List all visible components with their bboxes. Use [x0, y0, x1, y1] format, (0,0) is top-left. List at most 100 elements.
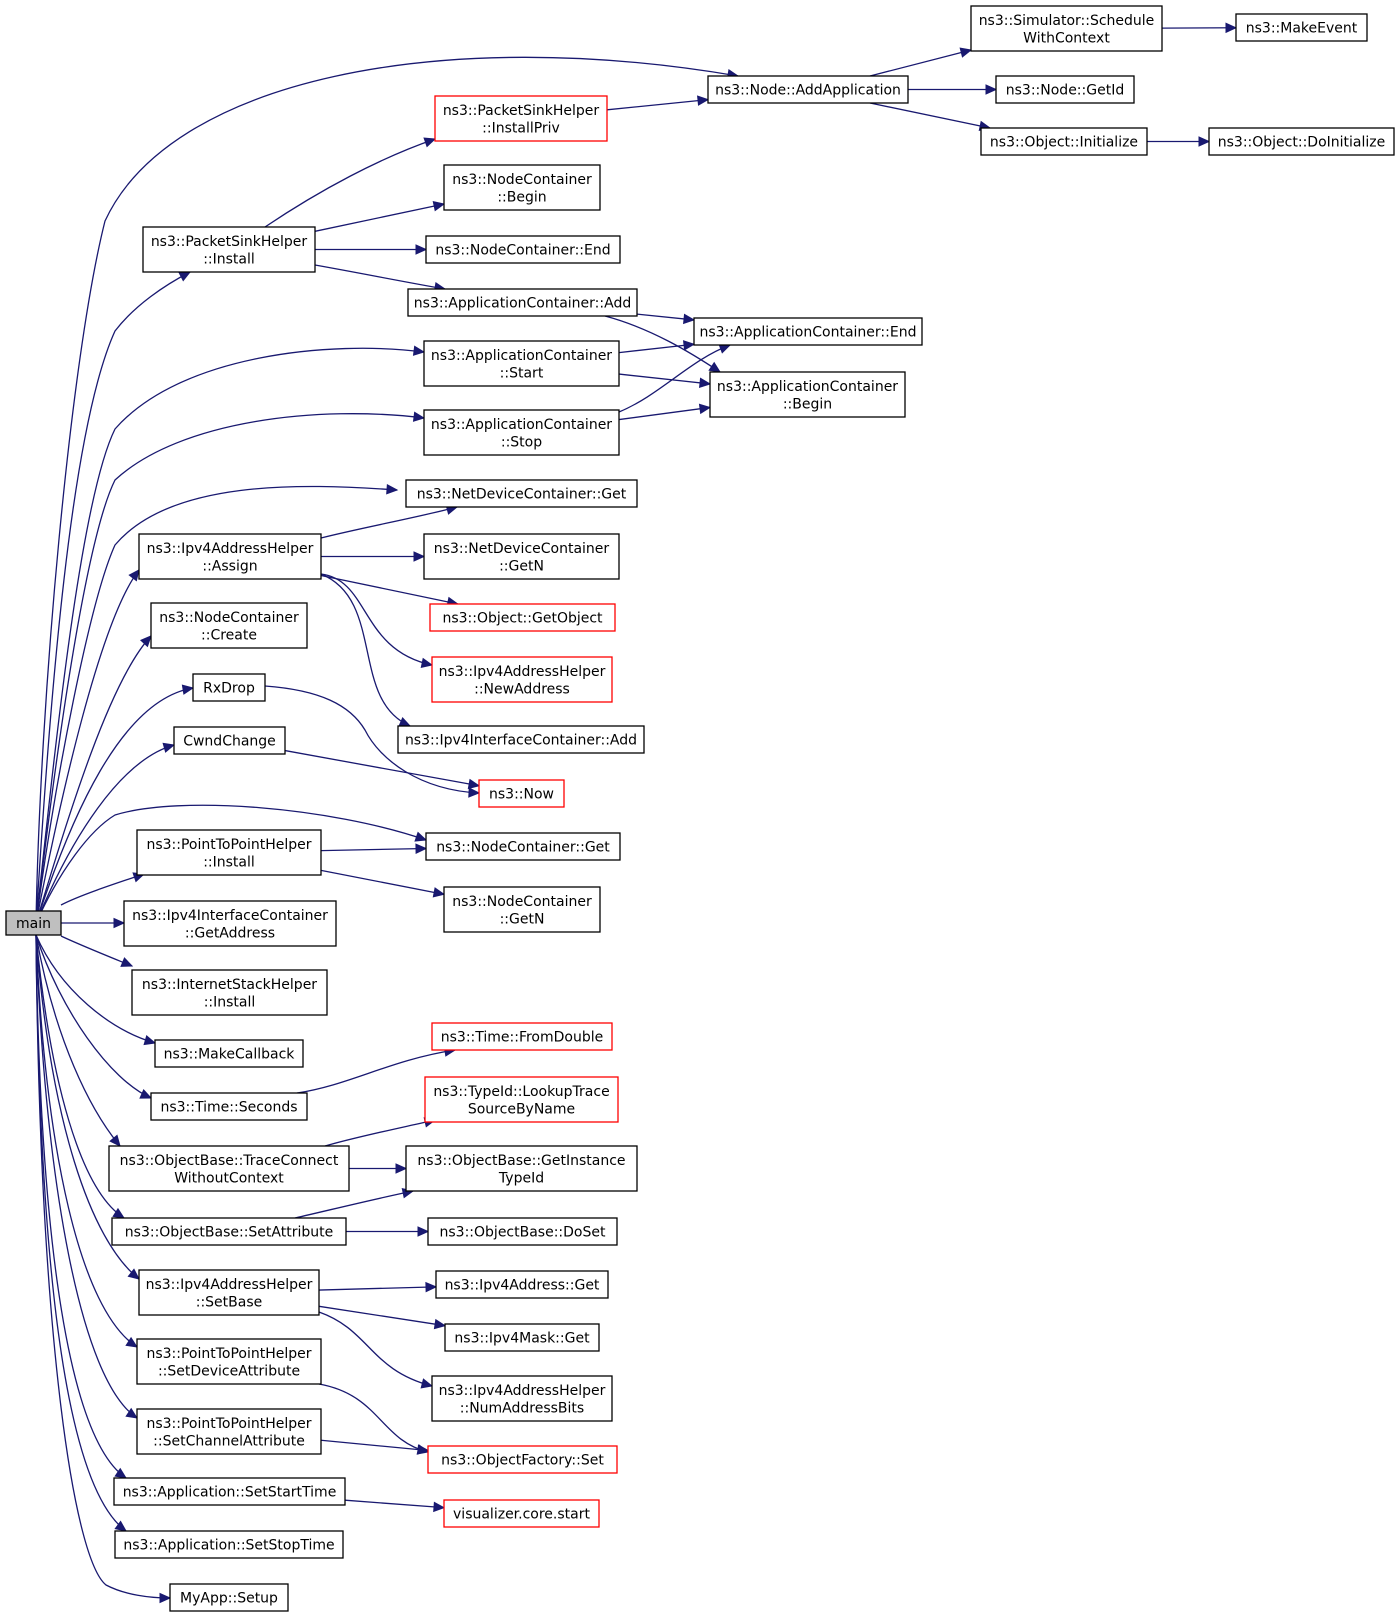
edge-layer	[35, 22, 1238, 1604]
node-box-ncend	[425, 235, 621, 264]
edge-main-acstop	[35, 413, 425, 924]
node-box-makecb	[154, 1039, 304, 1068]
node-setstop[interactable]: ns3::Application::SetStopTime	[114, 1530, 344, 1559]
node-ncbegin[interactable]: ns3::NodeContainer::Begin	[443, 164, 601, 211]
node-makeevent[interactable]: ns3::MakeEvent	[1235, 13, 1368, 42]
node-cwnd[interactable]: CwndChange	[173, 726, 286, 755]
node-setstart[interactable]: ns3::Application::SetStartTime	[113, 1477, 346, 1506]
node-objdoinit[interactable]: ns3::Object::DoInitialize	[1208, 127, 1395, 156]
node-ncreate[interactable]: ns3::NodeContainer::Create	[150, 602, 308, 649]
node-addapp[interactable]: ns3::Node::AddApplication	[707, 75, 909, 104]
edge-arrowhead-main-setstart	[114, 1467, 128, 1479]
edge-arrowhead-main-traceconnect	[109, 1134, 121, 1147]
node-maskget[interactable]: ns3::Ipv4Mask::Get	[444, 1323, 600, 1352]
node-doset[interactable]: ns3::ObjectBase::DoSet	[427, 1217, 618, 1246]
node-label-addapp: ns3::Node::AddApplication	[715, 83, 901, 99]
node-acend[interactable]: ns3::ApplicationContainer::End	[693, 317, 923, 346]
node-layer: mainns3::Simulator::ScheduleWithContextn…	[5, 5, 1395, 1612]
node-ncend[interactable]: ns3::NodeContainer::End	[425, 235, 621, 264]
node-box-setdevattr	[136, 1338, 322, 1385]
node-acstart[interactable]: ns3::ApplicationContainer::Start	[423, 340, 620, 387]
node-numaddr[interactable]: ns3::Ipv4AddressHelper::NumAddressBits	[431, 1375, 613, 1422]
edge-arrowhead-rxdrop-now	[468, 787, 481, 798]
node-ifcadd[interactable]: ns3::Ipv4InterfaceContainer::Add	[397, 725, 645, 754]
node-ofset[interactable]: ns3::ObjectFactory::Set	[427, 1445, 618, 1474]
edge-arrowhead-cwnd-now	[467, 778, 481, 790]
node-label-ncbegin: ::Begin	[497, 189, 546, 205]
node-objinit[interactable]: ns3::Object::Initialize	[980, 127, 1148, 156]
node-ipv4get[interactable]: ns3::Ipv4Address::Get	[435, 1270, 609, 1299]
node-ndcgetn[interactable]: ns3::NetDeviceContainer::GetN	[423, 533, 620, 580]
node-newaddress[interactable]: ns3::Ipv4AddressHelper::NewAddress	[431, 656, 613, 703]
node-setbase[interactable]: ns3::Ipv4AddressHelper::SetBase	[138, 1269, 320, 1316]
node-ncgetn[interactable]: ns3::NodeContainer::GetN	[443, 886, 601, 933]
node-label-seconds: ns3::Time::Seconds	[160, 1100, 297, 1116]
node-main[interactable]: main	[5, 910, 62, 936]
edge-cwnd-now	[284, 749, 480, 787]
node-vizstart[interactable]: visualizer.core.start	[443, 1499, 600, 1528]
edge-main-p2pinstall	[60, 873, 145, 906]
node-now[interactable]: ns3::Now	[478, 779, 565, 808]
node-label-ipv4assign: ns3::Ipv4AddressHelper	[147, 541, 314, 557]
node-setattr[interactable]: ns3::ObjectBase::SetAttribute	[111, 1217, 347, 1246]
edge-setdevattr-ofset	[318, 1383, 429, 1453]
node-acstop[interactable]: ns3::ApplicationContainer::Stop	[423, 409, 620, 456]
edge-setattr-getinstance	[294, 1190, 414, 1219]
node-box-ipv4get	[435, 1270, 609, 1299]
node-label-ncreate: ::Create	[201, 627, 257, 643]
node-setdevattr[interactable]: ns3::PointToPointHelper::SetDeviceAttrib…	[136, 1338, 322, 1385]
edge-ipv4assign-getobject	[320, 574, 458, 605]
edge-p2pinstall-ncgetn	[320, 869, 445, 895]
node-label-installpriv: ns3::PacketSinkHelper	[443, 103, 600, 119]
node-label-setbase: ns3::Ipv4AddressHelper	[146, 1277, 313, 1293]
node-installpriv[interactable]: ns3::PacketSinkHelper::InstallPriv	[434, 95, 608, 142]
node-getobject[interactable]: ns3::Object::GetObject	[429, 603, 616, 632]
node-label-getobject: ns3::Object::GetObject	[442, 611, 603, 627]
node-ncget[interactable]: ns3::NodeContainer::Get	[425, 832, 621, 861]
node-ishinstall[interactable]: ns3::InternetStackHelper::Install	[131, 969, 328, 1016]
edge-arrowhead-setbase-numaddr	[420, 1378, 434, 1389]
edge-main-setbase	[35, 934, 140, 1280]
node-fromdouble[interactable]: ns3::Time::FromDouble	[431, 1022, 613, 1051]
edge-arrowhead-setstart-vizstart	[433, 1501, 446, 1513]
node-box-seconds	[150, 1092, 308, 1121]
node-label-setattr: ns3::ObjectBase::SetAttribute	[125, 1225, 333, 1241]
edge-arrowhead-acstart-acbegin	[698, 377, 712, 389]
node-makecb[interactable]: ns3::MakeCallback	[154, 1039, 304, 1068]
node-box-ncgetn	[443, 886, 601, 933]
node-label-psinstall: ::Install	[203, 251, 255, 267]
edge-main-setdevattr	[35, 934, 138, 1348]
node-seconds[interactable]: ns3::Time::Seconds	[150, 1092, 308, 1121]
node-p2pinstall[interactable]: ns3::PointToPointHelper::Install	[136, 829, 322, 876]
node-setup[interactable]: MyApp::Setup	[169, 1583, 289, 1612]
edge-setbase-numaddr	[318, 1311, 433, 1387]
node-box-ncget	[425, 832, 621, 861]
node-label-ndcgetn: ::GetN	[499, 558, 544, 574]
node-box-acbegin	[709, 371, 906, 418]
node-ipv4assign[interactable]: ns3::Ipv4AddressHelper::Assign	[138, 533, 322, 580]
node-ifcgetaddr[interactable]: ns3::Ipv4InterfaceContainer::GetAddress	[123, 900, 337, 947]
node-label-ishinstall: ns3::InternetStackHelper	[142, 977, 317, 993]
node-traceconnect[interactable]: ns3::ObjectBase::TraceConnectWithoutCont…	[108, 1145, 350, 1192]
node-ndcget[interactable]: ns3::NetDeviceContainer::Get	[405, 479, 638, 508]
node-psinstall[interactable]: ns3::PacketSinkHelper::Install	[142, 226, 316, 273]
node-label-setstop: ns3::Application::SetStopTime	[123, 1538, 334, 1554]
node-box-setstart	[113, 1477, 346, 1506]
node-acbegin[interactable]: ns3::ApplicationContainer::Begin	[709, 371, 906, 418]
edge-main-seconds	[35, 934, 152, 1099]
edge-arrowhead-acadd-acbegin	[708, 361, 722, 373]
edge-p2pinstall-ncget	[320, 847, 427, 852]
edge-arrowhead-p2pinstall-ncgetn	[432, 887, 446, 898]
node-setchanattr[interactable]: ns3::PointToPointHelper::SetChannelAttri…	[136, 1408, 322, 1455]
node-box-cwnd	[173, 726, 286, 755]
node-getid[interactable]: ns3::Node::GetId	[995, 75, 1135, 104]
node-box-acend	[693, 317, 923, 346]
node-label-setdevattr: ns3::PointToPointHelper	[146, 1346, 311, 1362]
edge-arrowhead-main-setbase	[127, 1268, 140, 1280]
node-rxdrop[interactable]: RxDrop	[192, 673, 266, 702]
node-acadd[interactable]: ns3::ApplicationContainer::Add	[407, 288, 638, 317]
